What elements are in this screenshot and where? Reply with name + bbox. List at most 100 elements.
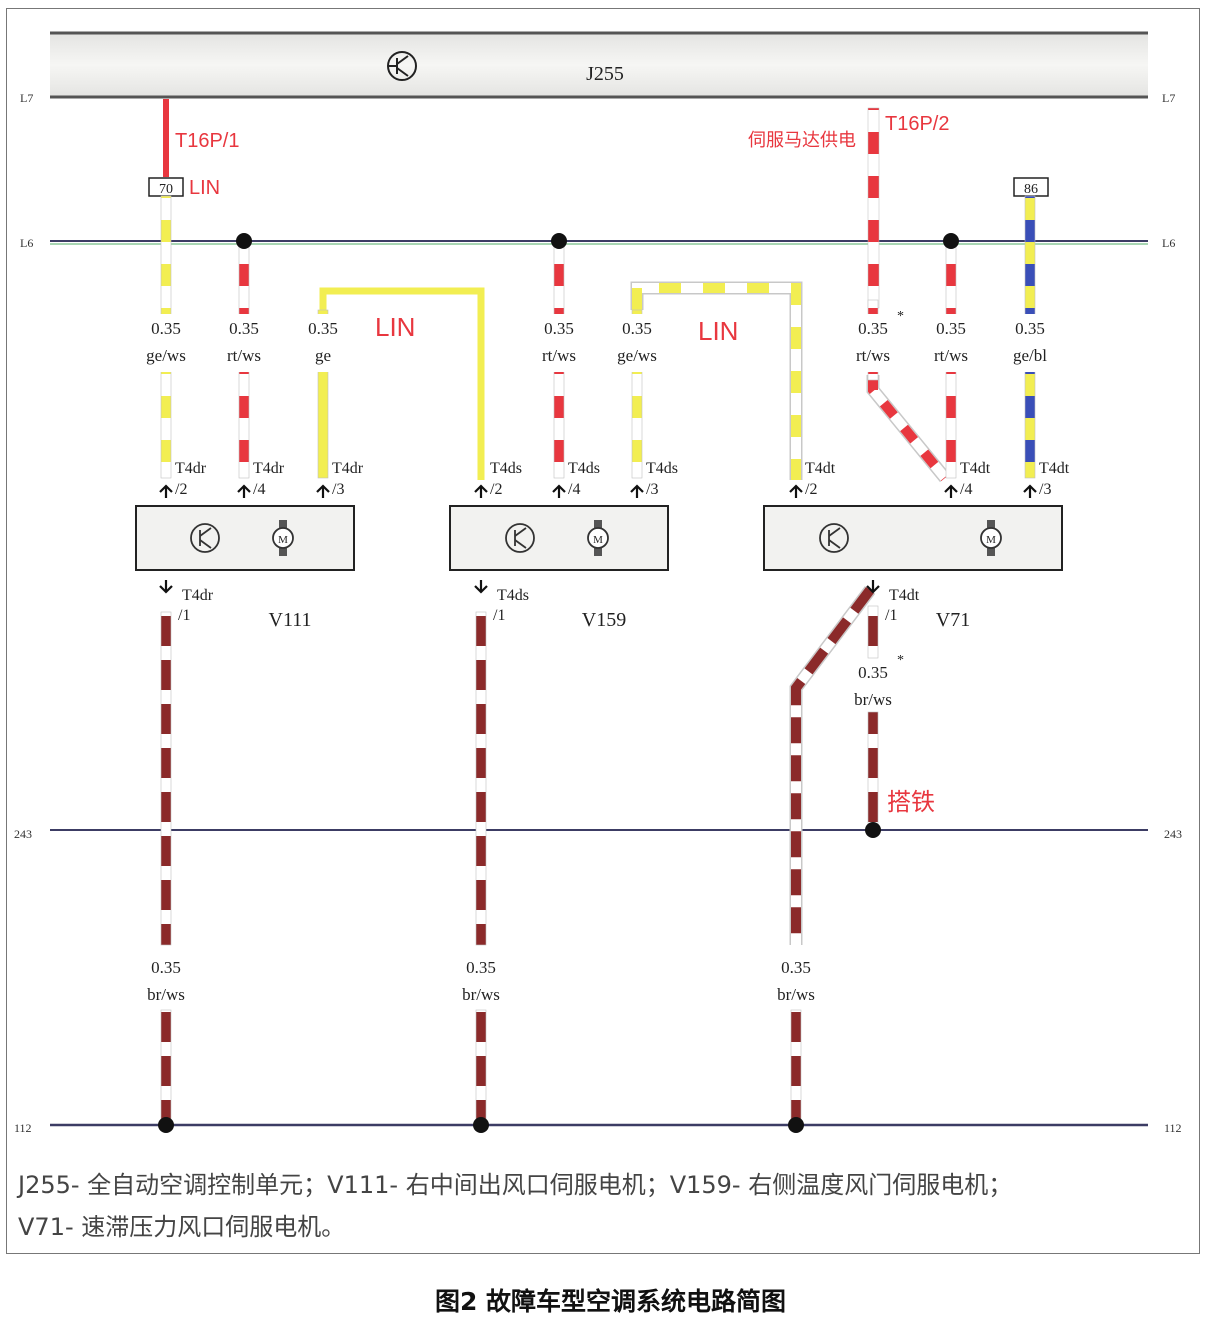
label-lin-pin: LIN — [189, 177, 220, 199]
conn-pin-10: /3 — [1039, 481, 1051, 498]
ground-pin-2: /1 — [493, 607, 505, 624]
transistor-icon-emit-1 — [199, 539, 212, 549]
wire-ground-upper-1 — [160, 611, 172, 946]
transistor-icon-emit-2 — [514, 539, 527, 549]
servo-label-v71: V71 — [936, 609, 970, 631]
splice-dot-l6-9 — [943, 233, 959, 249]
conn-pin-3: /3 — [332, 481, 344, 498]
legend-line-1: J255- 全自动空调控制单元；V111- 右中间出风口伺服电机；V159- 右… — [18, 1171, 1013, 1199]
wire-lin-crossover-1 — [319, 287, 485, 480]
wire-top-3 — [317, 309, 329, 479]
ground-gauge-3: 0.35 — [781, 958, 811, 977]
conn-name-10: T4dt — [1039, 460, 1070, 477]
ground-pin-3: /1 — [885, 607, 897, 624]
motor-icon-2 — [587, 527, 609, 549]
ground-conn-1: T4dr — [182, 587, 214, 604]
label-lin-1: LIN — [375, 312, 415, 342]
wire-gauge-6: 0.35 — [622, 319, 652, 338]
rail-label-112-left: 112 — [14, 1121, 32, 1135]
transistor-icon-3 — [819, 523, 849, 553]
wire-lin-crossover-2 — [630, 281, 803, 480]
conn-name-7: T4dt — [805, 460, 836, 477]
label-t16p2: T16P/2 — [885, 113, 949, 135]
caption-legend: J255- 全自动空调控制单元；V111- 右中间出风口伺服电机；V159- 右… — [18, 1164, 1188, 1248]
conn-pin-6: /3 — [646, 481, 658, 498]
rail-label-l6-right: L6 — [1162, 236, 1175, 250]
wire-label-bg-8 — [837, 314, 909, 372]
v71-local-gauge: 0.35 — [858, 663, 888, 682]
wire-label-bg-6 — [601, 314, 673, 372]
servo-box-v71 — [763, 505, 1063, 571]
motor-icon-letter-2: M — [593, 534, 603, 546]
wire-color-3: ge — [315, 346, 331, 365]
conn-name-4: T4ds — [490, 460, 522, 477]
wire-gauge-9: 0.35 — [936, 319, 966, 338]
rail-l6 — [50, 240, 1148, 245]
wire-diagonal-brws — [789, 586, 876, 945]
wire-label-bg-5 — [523, 314, 595, 372]
wire-label-bg-2 — [208, 314, 280, 372]
rail-label-l6-left: L6 — [20, 236, 33, 250]
wire-color-1: ge/ws — [146, 346, 186, 365]
ground-pin-1: /1 — [178, 607, 190, 624]
wire-gauge-1: 0.35 — [151, 319, 181, 338]
splice-dot-112-1 — [158, 1117, 174, 1133]
wire-ground-lower-1 — [160, 1009, 172, 1123]
transistor-icon-2 — [505, 523, 535, 553]
rail-label-243-left: 243 — [14, 827, 32, 841]
transistor-icon-col-1 — [199, 527, 212, 537]
wire-label-bg-1 — [130, 314, 202, 372]
wire-label-bg-9 — [915, 314, 987, 372]
pin-70-label: 70 — [159, 182, 173, 197]
j255-label: J255 — [586, 63, 624, 85]
servo-label-v159: V159 — [582, 609, 626, 631]
wire-color-6: ge/ws — [617, 346, 657, 365]
wire-ground-lower-2 — [475, 1009, 487, 1123]
conn-name-1: T4dr — [175, 460, 207, 477]
transistor-icon-col-2 — [514, 527, 527, 537]
splice-dot-243-v71 — [865, 822, 881, 838]
ground-label-bg-2 — [445, 952, 517, 1008]
wire-servo-supply — [867, 107, 880, 309]
pin-86-label: 86 — [1024, 182, 1038, 197]
wire-gauge-8: 0.35 — [858, 319, 888, 338]
conn-pin-9: /4 — [960, 481, 972, 498]
wire-v71-local-lower — [867, 711, 879, 829]
transistor-icon-col-3 — [828, 527, 841, 537]
conn-name-3: T4dr — [332, 460, 364, 477]
ground-label-bg-1 — [130, 952, 202, 1008]
ground-conn-2: T4ds — [497, 587, 529, 604]
servo-label-v111: V111 — [269, 609, 312, 631]
splice-dot-112-2 — [473, 1117, 489, 1133]
servo-box-v159 — [449, 505, 669, 571]
conn-pin-7: /2 — [805, 481, 817, 498]
label-servo-supply: 伺服马达供电 — [748, 130, 856, 150]
conn-name-5: T4ds — [568, 460, 600, 477]
rail-label-112-right: 112 — [1164, 1121, 1182, 1135]
wire-gauge-10: 0.35 — [1015, 319, 1045, 338]
conn-pin-2: /4 — [253, 481, 265, 498]
conn-pin-5: /4 — [568, 481, 580, 498]
ground-color-3: br/ws — [777, 985, 815, 1004]
wire-diagonal-rtws — [866, 375, 951, 483]
ground-color-2: br/ws — [462, 985, 500, 1004]
ground-label-bg-3 — [760, 952, 832, 1008]
ground-gauge-2: 0.35 — [466, 958, 496, 977]
wire-color-8: rt/ws — [856, 346, 890, 365]
conn-pin-4: /2 — [490, 481, 502, 498]
figure-title: 图2 故障车型空调系统电路简图 — [434, 1287, 787, 1316]
conn-name-6: T4ds — [646, 460, 678, 477]
wire-label-bg-3 — [287, 314, 359, 372]
motor-icon-letter-1: M — [278, 534, 288, 546]
rail-label-l7-right: L7 — [1162, 91, 1175, 105]
wire-color-10: ge/bl — [1013, 346, 1047, 365]
wire-gauge-5: 0.35 — [544, 319, 574, 338]
rail-label-243-right: 243 — [1164, 827, 1182, 841]
wire-ground-upper-2 — [475, 611, 487, 946]
wire-color-5: rt/ws — [542, 346, 576, 365]
ground-gauge-1: 0.35 — [151, 958, 181, 977]
servo-box-v111 — [135, 505, 355, 571]
wire-gauge-2: 0.35 — [229, 319, 259, 338]
diagram-frame — [6, 8, 1200, 1254]
